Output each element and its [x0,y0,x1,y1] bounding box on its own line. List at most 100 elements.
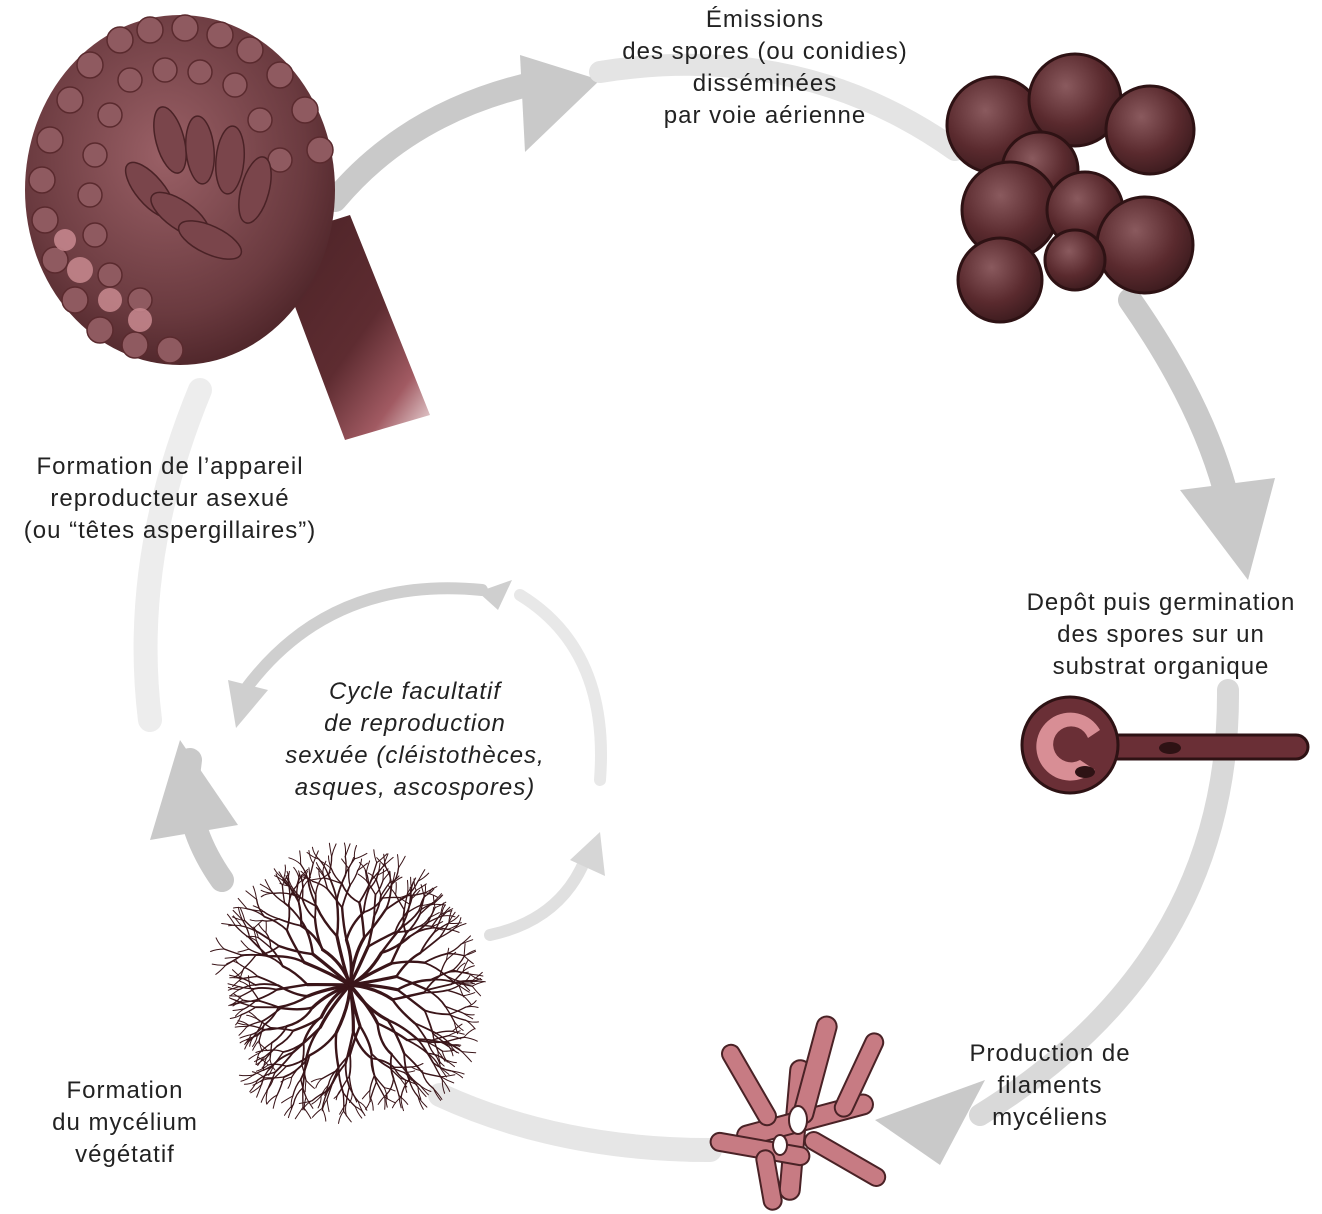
hypha [399,1077,408,1088]
phialides [124,106,272,260]
hypha [238,1026,248,1036]
hypha [267,1063,288,1067]
hypha [293,866,300,880]
hypha [326,1098,330,1113]
mycelium-illustration [210,842,486,1124]
hypha [391,1096,402,1109]
hypha [390,1053,409,1074]
hypha [257,937,272,949]
hypha [460,939,474,945]
hypha [402,1071,412,1081]
hypha [369,1074,376,1092]
hypha [243,966,259,978]
spore-cytoplasm [1036,712,1100,781]
hypha [446,952,465,957]
arc-to-depot [1118,288,1237,502]
hypha [395,975,429,992]
hypha [398,1094,402,1109]
hypha [382,871,391,882]
hypha [237,954,257,959]
hypha [446,982,464,991]
label-vegetative-mycelium: Formation du mycélium végétatif [20,1075,230,1171]
hypha [370,865,384,881]
hypha [467,980,482,983]
hypha [366,880,377,896]
hypha [285,875,293,887]
hypha [256,1018,272,1029]
hypha [234,924,251,939]
hypha [345,1086,350,1105]
arc-to-emission [323,70,552,212]
hypha [254,987,278,991]
hypha [388,870,391,884]
hypha [300,1041,305,1066]
hypha [353,844,358,860]
hypha [252,1039,260,1051]
hypha [342,1092,356,1108]
hypha [237,948,250,953]
hypha [313,917,324,951]
hypha [240,987,256,997]
hypha [248,1052,260,1060]
hypha [348,962,393,987]
hypha [462,992,476,997]
hypha [278,871,286,884]
hypha [226,913,236,926]
hypha [382,868,385,882]
hypha [290,1064,303,1078]
hypha [215,937,225,950]
label-line: disséminées [692,70,838,97]
hypha [258,1042,273,1054]
hypha [358,879,373,904]
hypha [292,1078,302,1097]
hypha [348,945,370,987]
hypha [248,1011,259,1020]
arc-production-mycelium [428,1083,722,1162]
hypha [348,1053,352,1078]
hypha [210,948,225,953]
hypha [315,1078,323,1089]
hypha [260,892,275,898]
hypha [441,1079,451,1092]
label-line: Formation de l’appareil [36,453,304,480]
hypha [404,1079,408,1093]
hypha [384,1096,397,1104]
hypha [417,869,426,882]
hypha [438,927,456,939]
hypha [352,1029,373,1060]
hypha [317,1095,322,1109]
hypha [377,1094,387,1105]
hypha [311,1095,322,1105]
hypha [394,912,408,934]
hypha [256,988,278,1001]
hypha [301,898,316,920]
hypha [297,901,302,927]
hypha [395,881,397,896]
hypha [322,860,327,874]
sexual-arc-right [514,589,607,786]
hypha [389,1053,395,1080]
hypha [243,1079,259,1085]
hypha [453,1020,464,1031]
hypha [256,1056,269,1066]
hypha [248,937,270,958]
hypha [417,1086,422,1100]
hypha [229,1014,242,1020]
hypha [344,843,351,858]
hypha [432,1062,443,1081]
hypha [343,1110,352,1123]
hypha [430,1039,449,1047]
hypha [334,1031,340,1069]
hypha [366,931,397,948]
hypha [231,916,246,922]
hypha [432,1033,448,1046]
hypha [413,1022,437,1035]
hypha [389,932,408,965]
hypha [447,1045,460,1054]
hypha [446,989,464,997]
hypha [410,1062,424,1068]
hypha [439,970,457,977]
hypha [386,1018,420,1042]
conidia-cluster [28,14,334,364]
hypha [388,1066,401,1079]
